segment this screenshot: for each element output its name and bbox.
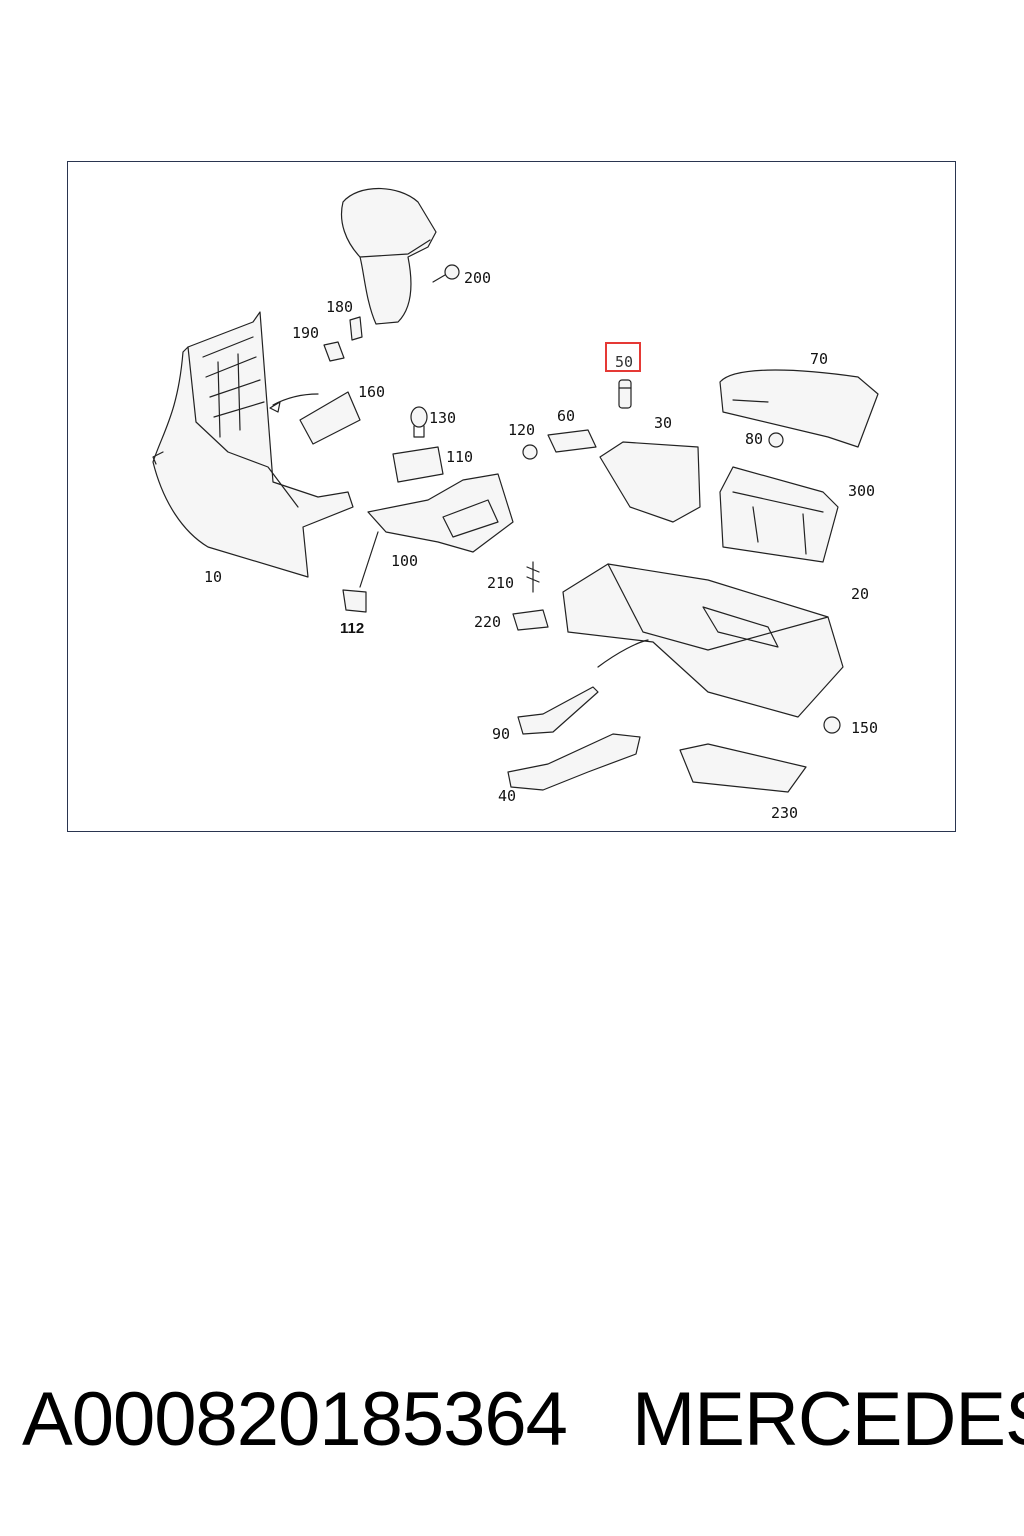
callout-130: 130 bbox=[429, 409, 457, 427]
callout-70: 70 bbox=[810, 350, 829, 368]
callout-150: 150 bbox=[851, 719, 879, 737]
callout-180: 180 bbox=[326, 298, 354, 316]
part-10-front-console bbox=[152, 311, 354, 578]
part-30-frame bbox=[599, 441, 701, 523]
highlight-box-50: 50 bbox=[605, 342, 641, 372]
part-190-bracket bbox=[323, 341, 345, 362]
part-230-pad bbox=[679, 743, 807, 793]
callout-110: 110 bbox=[446, 448, 474, 466]
callout-220: 220 bbox=[474, 613, 502, 631]
part-70-lid bbox=[719, 369, 879, 448]
callout-200: 200 bbox=[464, 269, 492, 287]
part-160-cover bbox=[299, 391, 361, 445]
part-200-screw bbox=[432, 264, 460, 283]
callout-60: 60 bbox=[557, 407, 576, 425]
part-number: A000820185364 bbox=[22, 1377, 568, 1462]
part-knob bbox=[340, 187, 437, 325]
brand-name: MERCEDES bbox=[632, 1377, 1024, 1462]
part-60 bbox=[547, 429, 597, 453]
callout-210: 210 bbox=[487, 574, 515, 592]
part-20-rear-console bbox=[562, 563, 844, 718]
arrow-20 bbox=[597, 639, 649, 668]
callout-100: 100 bbox=[391, 552, 419, 570]
exploded-view-drawing bbox=[152, 187, 879, 793]
part-40-harness bbox=[507, 733, 641, 791]
callout-230: 230 bbox=[771, 804, 799, 822]
part-210-screw bbox=[526, 561, 540, 593]
callout-20: 20 bbox=[851, 585, 870, 603]
callout-10: 10 bbox=[204, 568, 223, 586]
part-180-clip bbox=[349, 316, 363, 341]
part-100-tray bbox=[367, 473, 514, 553]
callout-190: 190 bbox=[292, 324, 320, 342]
footer: A000820185364 MERCEDES bbox=[0, 1376, 1024, 1476]
callout-80: 80 bbox=[745, 430, 764, 448]
part-120-screw bbox=[522, 444, 538, 460]
parts-diagram: 10 20 30 40 50 60 70 80 90 100 110 112 1… bbox=[67, 161, 956, 832]
part-112 bbox=[342, 589, 367, 613]
callout-160: 160 bbox=[358, 383, 386, 401]
callout-120: 120 bbox=[508, 421, 536, 439]
part-90-strap bbox=[517, 686, 599, 735]
callout-40: 40 bbox=[498, 787, 517, 805]
callout-112: 112 bbox=[340, 620, 365, 637]
part-220-clip bbox=[512, 609, 549, 631]
part-110 bbox=[392, 446, 444, 483]
callout-90: 90 bbox=[492, 725, 511, 743]
callout-300: 300 bbox=[848, 482, 876, 500]
part-50-small-part bbox=[618, 379, 632, 409]
part-300-box bbox=[719, 466, 839, 563]
callout-50: 50 bbox=[615, 353, 634, 371]
part-150-nut bbox=[823, 716, 841, 734]
leader-112 bbox=[359, 531, 379, 588]
part-130-bulb bbox=[410, 406, 428, 438]
callout-30: 30 bbox=[654, 414, 673, 432]
part-80-pin bbox=[768, 432, 784, 448]
arrow-160 bbox=[272, 393, 319, 406]
